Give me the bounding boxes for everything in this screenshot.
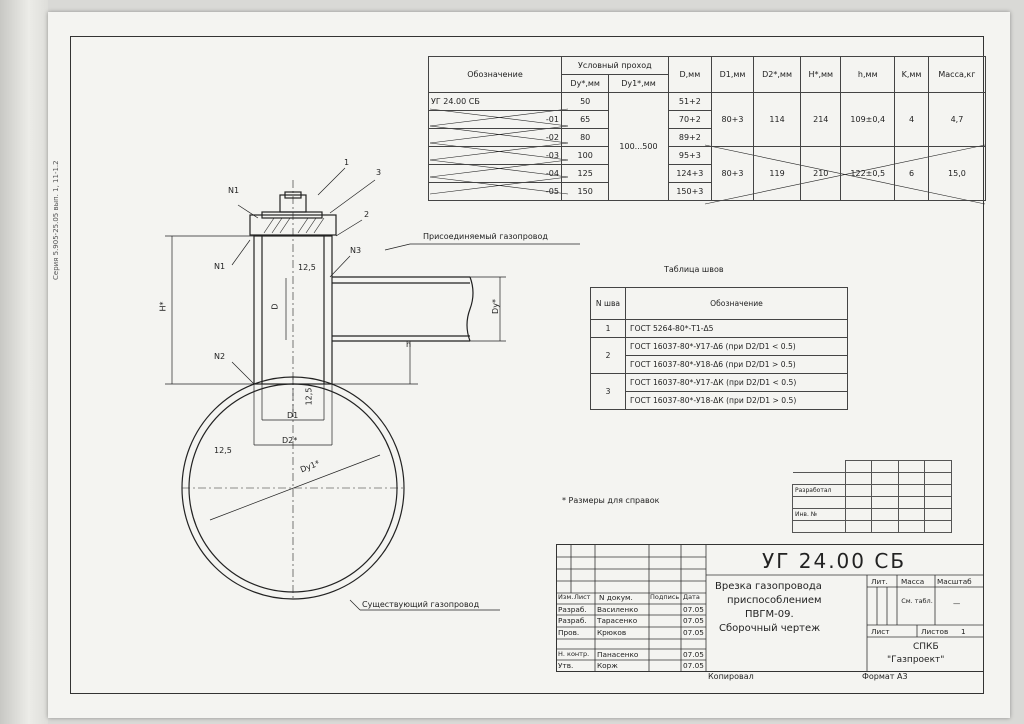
table-row: ГОСТ 16037-80*-У18-ΔК (при D2/D1 > 0.5) — [591, 391, 848, 410]
table-row: -04 125 124+3 — [428, 164, 986, 183]
existing-pipe-label: Существующий газопровод — [362, 600, 480, 609]
drawing-code: УГ 24.00 СБ — [762, 549, 907, 573]
binder-spine — [0, 0, 48, 724]
header-dy: Dy*,мм — [560, 74, 610, 93]
header-mass: Масса,кг — [927, 56, 987, 93]
org-name-1: СПКБ — [913, 642, 939, 652]
table-row: 2 ГОСТ 16037-80*-У17-Δ6 (при D2/D1 < 0.5… — [590, 337, 848, 374]
dim-h-star: H* — [158, 301, 168, 312]
header-nominal: Условный проход — [561, 56, 669, 75]
title-line-4: Сборочный чертеж — [719, 623, 821, 634]
header-k: K,мм — [894, 56, 929, 93]
table-row: 1 ГОСТ 5264-80*-Т1-Δ5 — [590, 319, 848, 338]
dim-h: h — [406, 340, 412, 349]
title-line-3: ПВГМ-09. — [745, 609, 794, 620]
dim-dy: Dy* — [490, 299, 500, 314]
dim-d: D — [270, 303, 280, 310]
header-h-big: H*,мм — [800, 56, 842, 93]
weld-size-b: 12,5 — [304, 387, 314, 406]
cap — [249, 214, 337, 236]
header-designation: Обозначение — [428, 56, 562, 93]
dy1-range: 100...500 — [608, 92, 669, 201]
scale-value: — — [953, 599, 961, 608]
header-h-small: h,мм — [840, 56, 896, 93]
label-n3: N3 — [350, 246, 362, 255]
table-row: -03 100 95+3 80+3 119 210 122±0,5 6 15,0 — [428, 146, 987, 201]
header-d1: D1,мм — [711, 56, 754, 93]
footnote: * Размеры для справок — [562, 496, 660, 505]
weld-table-title: Таблица швов — [664, 265, 724, 274]
weld-header-num: N шва — [590, 287, 626, 320]
weld-header-designation: Обозначение — [625, 287, 848, 320]
org-name-2: "Газпроект" — [887, 655, 945, 665]
label-n1-top: N1 — [228, 186, 240, 195]
header-dy1: Dy1*,мм — [608, 74, 669, 93]
table-row: -05 150 150+3 — [428, 182, 986, 201]
table-row: -02 80 89+2 — [428, 128, 986, 147]
format-label: Формат А3 — [862, 672, 908, 681]
connected-pipe-label: Присоединяемый газопровод — [423, 232, 548, 241]
label-n1-side: N1 — [214, 262, 226, 271]
callout-1: 1 — [344, 158, 350, 167]
drawing-frame — [70, 36, 984, 694]
header-d2: D2*,мм — [752, 56, 802, 93]
title-block: УГ 24.00 СБ Врезка газопровода приспособ… — [556, 544, 984, 672]
label-n2: N2 — [214, 352, 226, 361]
parameter-table: Обозначение Условный проход D,мм D1,мм D… — [428, 56, 987, 201]
table-row: 3 ГОСТ 16037-80*-У17-ΔК (при D2/D1 < 0.5… — [590, 373, 848, 410]
weld-table: N шва Обозначение 1 ГОСТ 5264-80*-Т1-Δ5 … — [590, 287, 848, 410]
title-line-2: приспособлением — [727, 595, 822, 606]
weld-size-a: 12,5 — [298, 263, 316, 272]
callout-3: 3 — [376, 168, 382, 177]
copied-label: Копировал — [708, 672, 754, 681]
dim-d1: D1 — [287, 411, 299, 420]
dim-d2: D2* — [282, 436, 298, 445]
approval-block: Разработал Инв. № — [792, 460, 952, 533]
header-d: D,мм — [667, 56, 713, 93]
weld-size-c: 12,5 — [214, 446, 232, 455]
mass-value: См. табл. — [901, 597, 933, 605]
table-row: УГ 24.00 СБ 50 100...500 51+2 80+3 114 2… — [428, 92, 987, 201]
title-line-1: Врезка газопровода — [715, 581, 822, 592]
table-row: ГОСТ 16037-80*-У18-Δ6 (при D2/D1 > 0.5) — [591, 355, 848, 374]
callout-2: 2 — [364, 210, 370, 219]
